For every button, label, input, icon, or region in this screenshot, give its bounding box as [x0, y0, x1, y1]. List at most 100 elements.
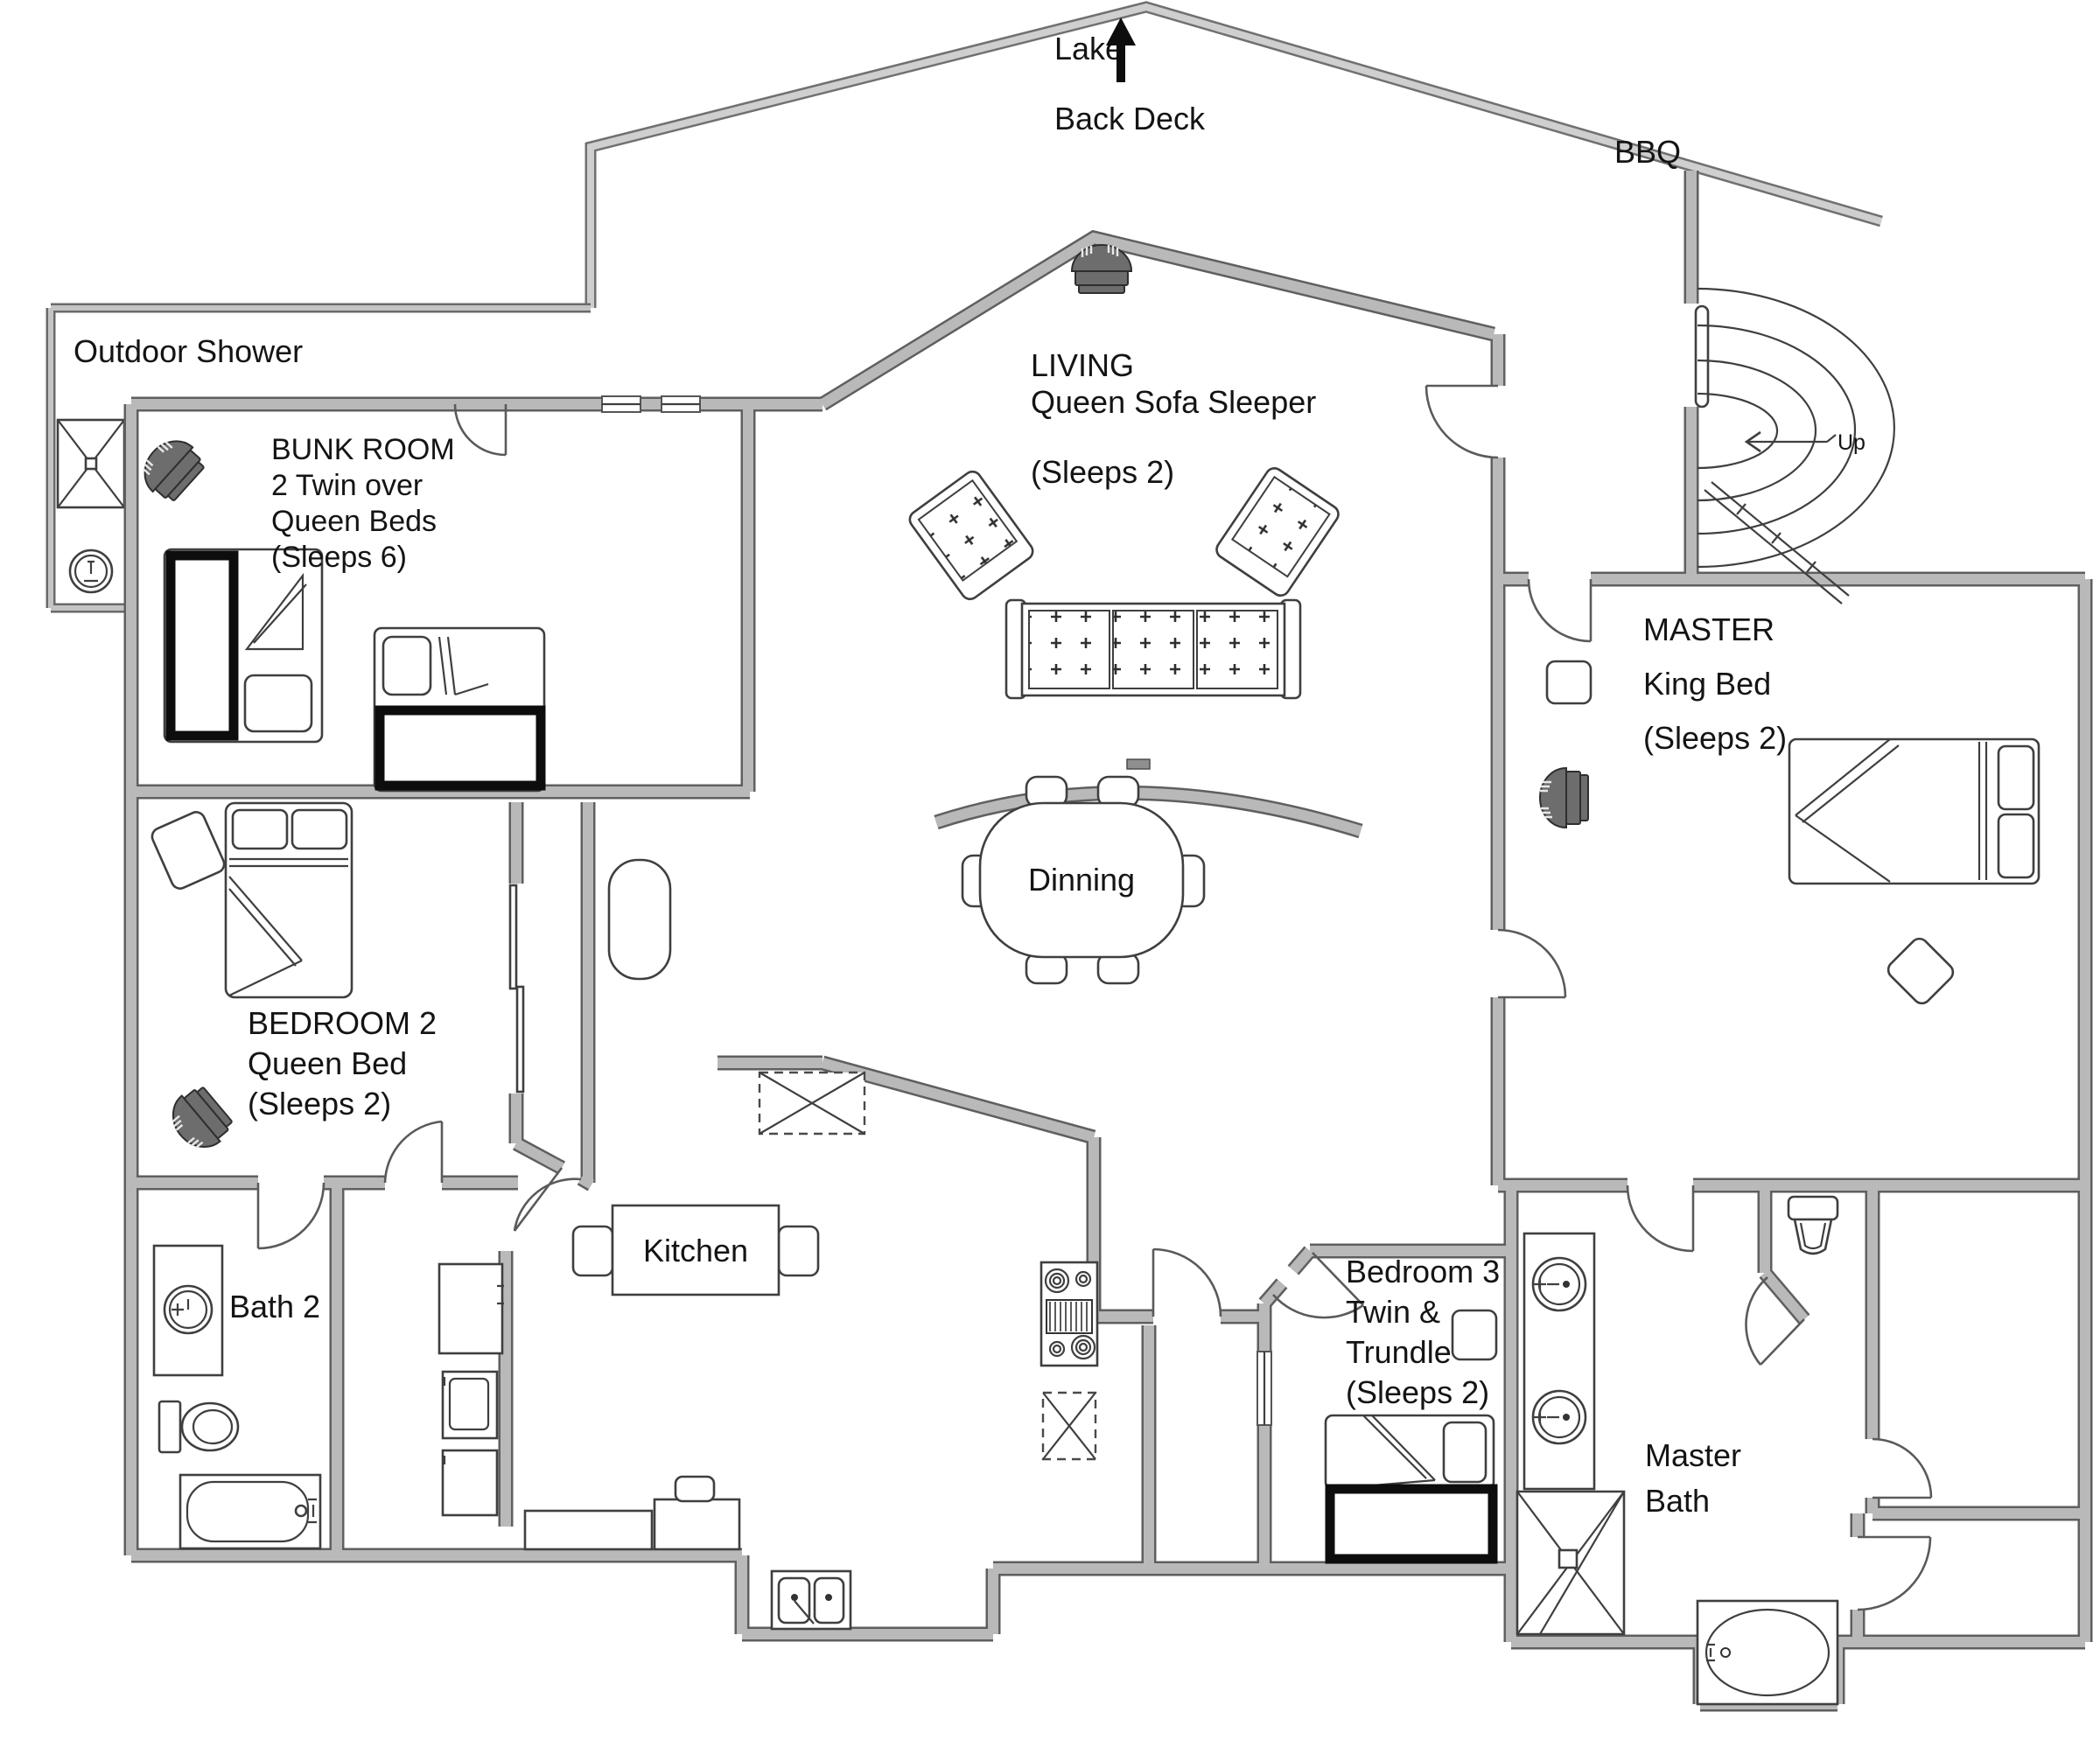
door-bath2 — [256, 1182, 326, 1250]
bunk-bed-icon — [163, 548, 324, 744]
bedroom-3 — [1324, 1309, 1498, 1564]
svg-text:Queen Bed: Queen Bed — [248, 1045, 407, 1081]
svg-text:Trundle: Trundle — [1346, 1334, 1452, 1370]
door-pantry — [1152, 1247, 1222, 1317]
utility-closet-icon — [438, 1262, 504, 1517]
bath2-label: Bath 2 — [229, 1289, 320, 1324]
curved-wall-tick — [1126, 758, 1151, 770]
bedroom3-label: Bedroom 3 Twin & Trundle (Sleeps 2) — [1346, 1254, 1500, 1410]
svg-text:BEDROOM 2: BEDROOM 2 — [248, 1005, 437, 1041]
sofa-icon — [1004, 598, 1302, 700]
svg-text:(Sleeps 2): (Sleeps 2) — [248, 1086, 391, 1122]
svg-text:(Sleeps 2): (Sleeps 2) — [1346, 1374, 1489, 1410]
door-master-bath — [1626, 1184, 1695, 1253]
windows — [601, 395, 1272, 1426]
deck-outline — [584, 1, 1883, 308]
labels: Lake Back Deck BBQ Outdoor Shower BUNK R… — [74, 17, 1787, 1519]
king-bed-icon — [1788, 737, 2040, 885]
sliding-closet-door — [508, 884, 525, 1094]
bbq-label: BBQ — [1614, 134, 1681, 170]
chair-icon — [150, 811, 226, 890]
door-deck-stairhall — [1694, 304, 1710, 409]
window-icon — [661, 395, 701, 413]
stairs-up-label: Up — [1838, 430, 1866, 455]
bedroom-2 — [150, 801, 672, 1160]
twin-bed-icon — [1324, 1414, 1495, 1491]
staircase: Up — [1697, 287, 1896, 604]
svg-text:LIVING: LIVING — [1031, 347, 1134, 383]
stove-icon — [1040, 1261, 1099, 1367]
armchair-icon — [908, 470, 1034, 601]
svg-text:BUNK ROOM: BUNK ROOM — [271, 433, 455, 466]
cabinet-dashed-icon — [758, 1071, 866, 1136]
shower-pan-icon — [56, 418, 126, 509]
svg-text:King Bed: King Bed — [1643, 666, 1771, 702]
up-arrow-icon — [1744, 430, 1837, 453]
trundle-bed-icon — [1325, 1484, 1498, 1564]
door-closet-lower — [1857, 1535, 1932, 1611]
living-room — [908, 243, 1340, 700]
chair-icon — [1886, 937, 1955, 1005]
dining-label: Dinning — [1028, 862, 1135, 898]
door-master-side — [1497, 928, 1567, 999]
master-bedroom — [1538, 660, 2040, 1005]
svg-text:Master: Master — [1645, 1437, 1741, 1473]
dining-table-icon — [978, 801, 1185, 959]
north-arrow-icon — [1106, 17, 1136, 82]
master-bathroom — [1516, 1195, 1839, 1706]
window-icon — [1256, 1351, 1272, 1426]
queen-bed-icon — [224, 801, 354, 999]
door-bedroom3 — [1272, 1252, 1364, 1319]
toilet-icon — [1787, 1195, 1839, 1255]
kitchen — [523, 1071, 1099, 1631]
outdoor-shower-label: Outdoor Shower — [74, 333, 303, 369]
doors — [256, 304, 1933, 1611]
corner-shower-icon — [1516, 1490, 1626, 1636]
kitchen-label: Kitchen — [643, 1233, 748, 1268]
door-kitchen-hall — [513, 1167, 582, 1232]
living-label: LIVING Queen Sofa Sleeper (Sleeps 2) — [1031, 347, 1316, 490]
window-icon — [601, 395, 641, 413]
dining-area — [961, 775, 1206, 985]
console-icon — [607, 858, 672, 981]
nightstand-icon — [1451, 1309, 1498, 1361]
sink-icon — [1531, 1389, 1587, 1445]
bath-2 — [152, 1244, 504, 1550]
svg-text:(Sleeps 2): (Sleeps 2) — [1031, 454, 1174, 490]
svg-text:(Sleeps 6): (Sleeps 6) — [271, 541, 407, 574]
sink-icon — [1531, 1256, 1587, 1312]
cabinet-dashed-icon — [1041, 1391, 1097, 1461]
counter-icon — [523, 1475, 741, 1551]
armchair-icon — [1215, 466, 1340, 597]
nightstand-icon — [1545, 660, 1592, 705]
svg-text:Queen Sofa Sleeper: Queen Sofa Sleeper — [1031, 384, 1316, 420]
bunk-room — [132, 429, 546, 793]
svg-text:(Sleeps 2): (Sleeps 2) — [1643, 720, 1787, 756]
toilet-icon — [158, 1400, 240, 1454]
master-label: MASTER King Bed (Sleeps 2) — [1643, 611, 1787, 756]
bedroom2-label: BEDROOM 2 Queen Bed (Sleeps 2) — [248, 1005, 437, 1122]
master-bath-label: Master Bath — [1645, 1437, 1741, 1519]
svg-text:Bath: Bath — [1645, 1483, 1710, 1519]
door-master — [1527, 578, 1592, 643]
outdoor-shower-enclosure — [46, 303, 591, 613]
door-bedroom2 — [383, 1120, 444, 1184]
bunk-room-label: BUNK ROOM 2 Twin over Queen Beds (Sleeps… — [271, 433, 455, 574]
svg-text:2 Twin over: 2 Twin over — [271, 469, 423, 502]
svg-text:Queen Beds: Queen Beds — [271, 505, 437, 538]
kitchen-sink-icon — [770, 1569, 852, 1631]
door-closet-upper — [1872, 1437, 1933, 1499]
door-living-hall — [1424, 384, 1499, 459]
svg-text:MASTER: MASTER — [1643, 611, 1774, 647]
bathtub-icon — [178, 1473, 322, 1550]
sink-icon — [163, 1284, 214, 1335]
svg-text:Bedroom 3: Bedroom 3 — [1346, 1254, 1500, 1289]
door-water-closet — [1745, 1276, 1805, 1366]
door-bunk-room — [453, 403, 508, 457]
svg-text:Twin &: Twin & — [1346, 1294, 1440, 1330]
oval-tub-icon — [1696, 1599, 1839, 1706]
back-deck-label: Back Deck — [1054, 101, 1206, 136]
kitchen-island — [571, 1204, 820, 1296]
walls — [123, 171, 2093, 1712]
